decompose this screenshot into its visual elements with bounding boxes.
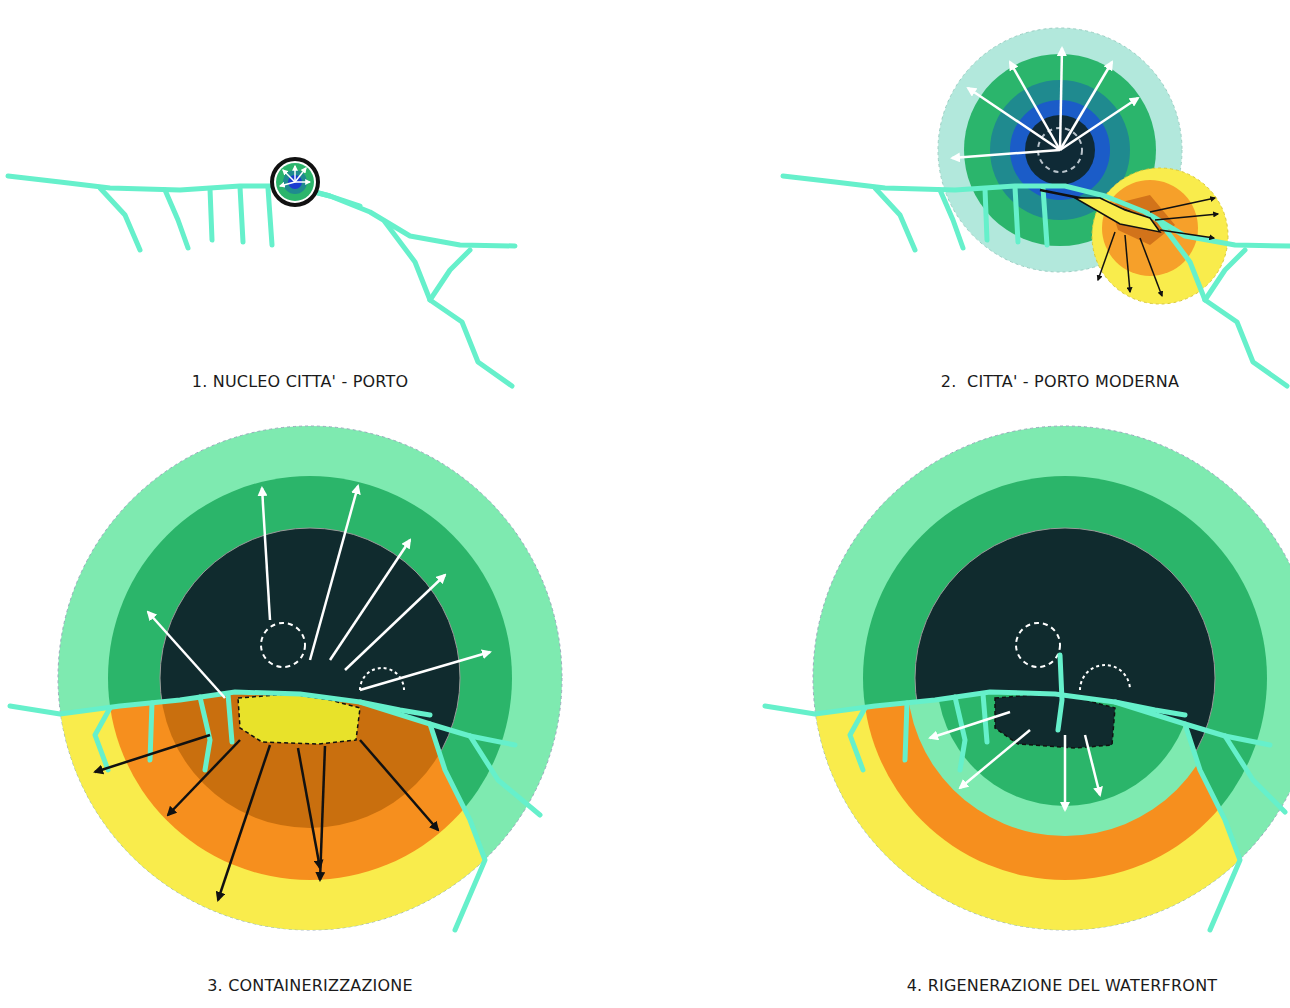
panel-3 [10,426,562,930]
historic-core [261,623,305,667]
port-area [58,426,562,930]
old-port [1080,665,1130,690]
port-ring [1092,168,1228,304]
port-growth-arrows [95,735,438,900]
city-ring [276,163,314,201]
panel-1 [8,159,515,386]
city-growth-arrows [148,486,490,698]
city-growth-arrows [952,48,1138,158]
city-ring [863,476,1267,880]
river [8,176,515,386]
port-area [813,426,1290,930]
port-docks [1075,198,1160,232]
panel-caption: 2. CITTA' - PORTO MODERNA [941,372,1179,391]
river [783,176,1290,386]
growth-arrows [280,166,310,186]
river [765,655,1285,930]
city-core [160,528,460,828]
city-port-core [272,159,318,205]
river [10,692,540,930]
port-growth-arrows [1098,198,1218,296]
historic-core [1016,623,1060,667]
city-ring [58,426,562,930]
city-ring [938,28,1182,272]
panel-2 [783,28,1290,386]
panel-caption: 1. NUCLEO CITTA' - PORTO [192,372,408,391]
waterfront-arrows [930,712,1100,810]
city-ring [813,426,1290,930]
panel-caption: 4. RIGENERAZIONE DEL WATERFRONT [907,976,1218,995]
panel-caption: 3. CONTAINERIZZAZIONE [207,976,413,995]
city-ring [108,476,512,880]
panel-4 [765,426,1290,930]
